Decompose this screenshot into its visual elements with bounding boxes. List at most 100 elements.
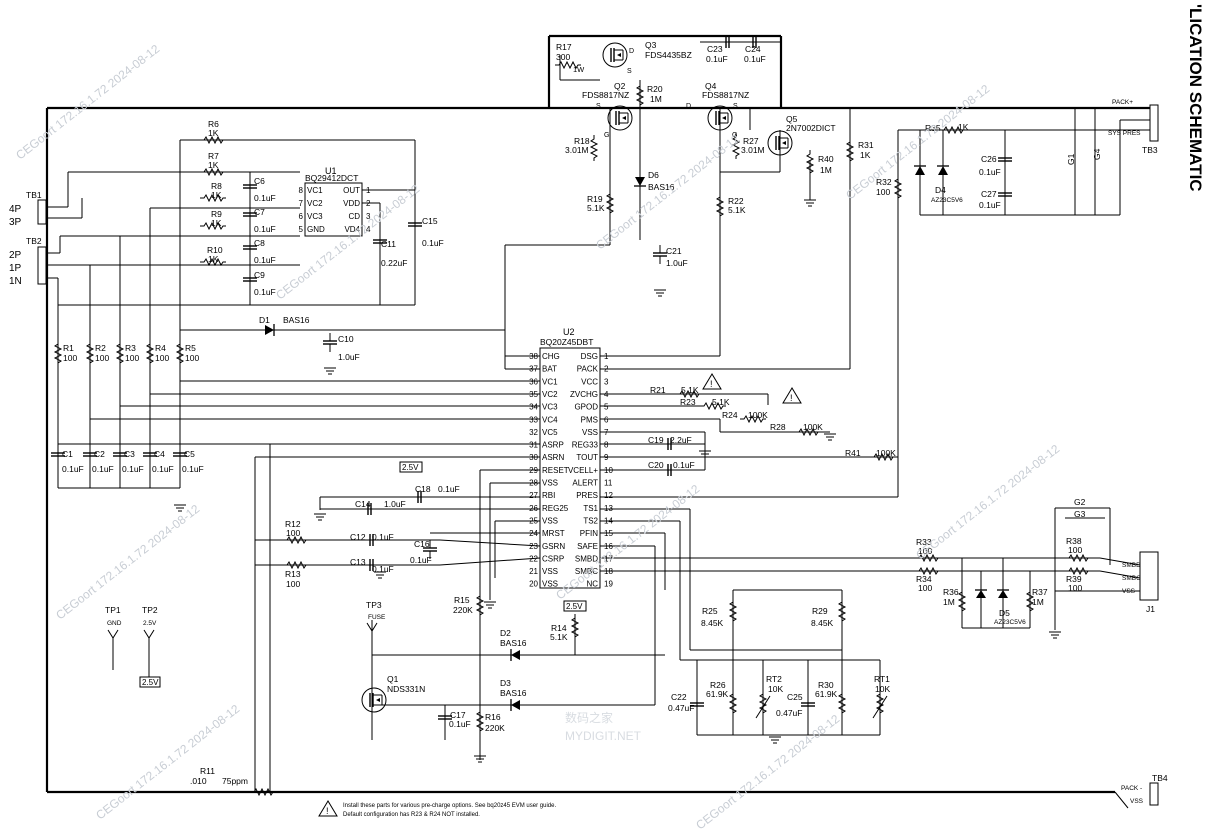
- pin-name: VC5: [542, 428, 558, 437]
- r1-ref: R1: [63, 343, 74, 353]
- r33-val: 100: [918, 546, 932, 556]
- pin-name: TS2: [583, 516, 598, 525]
- pin-number: 11: [604, 479, 613, 488]
- c10-val: 1.0uF: [338, 352, 360, 362]
- c13-ref: C13: [350, 557, 366, 567]
- test-point-tp2[interactable]: [139, 629, 161, 688]
- q3-pin-s: S: [627, 68, 632, 75]
- pin-number: 1: [604, 352, 609, 361]
- c24-val: 0.1uF: [744, 54, 766, 64]
- c9-ref: C9: [254, 270, 265, 280]
- pin-number: 6: [604, 415, 609, 424]
- pin-name: GND: [307, 225, 325, 234]
- mosfet-q2: [607, 105, 633, 131]
- pin-number: 7: [604, 428, 609, 437]
- r7-val: 1K: [208, 160, 219, 170]
- q4-pin-d: D: [686, 103, 691, 110]
- pin-name: TS1: [583, 504, 598, 513]
- r18-val: 3.01M: [565, 145, 589, 155]
- pin-number: 33: [529, 415, 538, 424]
- note-warning-mark: !: [326, 806, 329, 816]
- c2-val: 0.1uF: [92, 464, 114, 474]
- q1-ref: Q1: [387, 674, 399, 684]
- pin-name: TOUT: [576, 453, 598, 462]
- tb4-ref: TB4: [1152, 773, 1168, 783]
- pin-number: 8: [299, 186, 304, 195]
- pin-number: 32: [529, 428, 538, 437]
- r38-val: 100: [1068, 545, 1082, 555]
- pin-number: 12: [604, 491, 613, 500]
- tb2-pin-1n: 1N: [9, 276, 22, 287]
- c18-val: 0.1uF: [438, 484, 460, 494]
- pin-number: 18: [604, 567, 613, 576]
- q2-ref: Q2: [614, 81, 626, 91]
- pin-name: NC: [586, 580, 598, 589]
- pin-name: VSS: [542, 567, 558, 576]
- q1-part: NDS331N: [387, 684, 425, 694]
- pin-number: 20: [529, 580, 538, 589]
- tp1-ref: TP1: [105, 605, 121, 615]
- q3-pin-d: D: [629, 48, 634, 55]
- c10-ref: C10: [338, 334, 354, 344]
- r25-val: 8.45K: [701, 618, 724, 628]
- connector-tb2: TB2 2P 1P 1N: [9, 236, 47, 287]
- c19-val: 2.2uF: [670, 435, 692, 445]
- r6-val: 1K: [208, 128, 219, 138]
- c16-val: 0.1uF: [410, 555, 432, 565]
- c17-ref: C17: [450, 710, 466, 720]
- r32-val: 100: [876, 187, 890, 197]
- rail-flag-2v5: [563, 600, 587, 612]
- ground-symbol: [323, 367, 337, 375]
- r11-tempco: 75ppm: [222, 776, 248, 786]
- r19-val: 5.1K: [587, 203, 605, 213]
- test-point-tp1[interactable]: [107, 629, 119, 670]
- rail-2v5-label: 2.5V: [566, 602, 583, 611]
- r14-val: 5.1K: [550, 632, 568, 642]
- capacitor-c21: [652, 244, 668, 265]
- diode-d6: [634, 177, 646, 187]
- pin-name: VDD: [343, 199, 360, 208]
- c26-val: 0.1uF: [979, 167, 1001, 177]
- r21-ref: R21: [650, 385, 666, 395]
- warning-icon: !: [782, 387, 802, 404]
- r27-ref: R27: [743, 136, 759, 146]
- r2-val: 100: [95, 353, 109, 363]
- note-warning-icon: !: [318, 800, 338, 817]
- diode-d3: [510, 699, 520, 711]
- c12-val: 0.1uF: [372, 532, 394, 542]
- tb2-pin-2p: 2P: [9, 250, 22, 261]
- r17-power: 1W: [573, 65, 585, 74]
- pin-name: REG33: [572, 441, 599, 450]
- tp3-label: FUSE: [368, 614, 386, 621]
- g2-label: G2: [1074, 497, 1086, 507]
- d3-ref: D3: [500, 678, 511, 688]
- pin-name: ASRN: [542, 453, 564, 462]
- diode-d4: [914, 130, 949, 215]
- pin-name: VC3: [542, 403, 558, 412]
- q5-part: 2N7002DICT: [786, 123, 836, 133]
- c22-val: 0.47uF: [668, 703, 694, 713]
- pin-number: 37: [529, 365, 538, 374]
- r3-val: 100: [125, 353, 139, 363]
- d3-val: BAS16: [500, 688, 527, 698]
- r17-ref: R17: [556, 42, 572, 52]
- pin-number: 3: [604, 377, 609, 386]
- pin-name: VC2: [307, 199, 323, 208]
- r29-val: 8.45K: [811, 618, 834, 628]
- r7-ref: R7: [208, 151, 219, 161]
- r16-ref: R16: [485, 712, 501, 722]
- j1-smbd: SMBD: [1122, 562, 1141, 569]
- pin-name: SMBD: [575, 554, 598, 563]
- d4-val: AZ23C5V6: [931, 197, 963, 204]
- r41-val: 100K: [876, 448, 896, 458]
- pin-name: VCELL+: [568, 466, 598, 475]
- test-point-tp3[interactable]: [366, 622, 378, 632]
- pin-number: 16: [604, 542, 613, 551]
- d1-val: BAS16: [283, 315, 310, 325]
- r28-val: 100K: [803, 422, 823, 432]
- c7-ref: C7: [254, 207, 265, 217]
- pin-name: VCC: [581, 377, 598, 386]
- pin-number: 25: [529, 516, 538, 525]
